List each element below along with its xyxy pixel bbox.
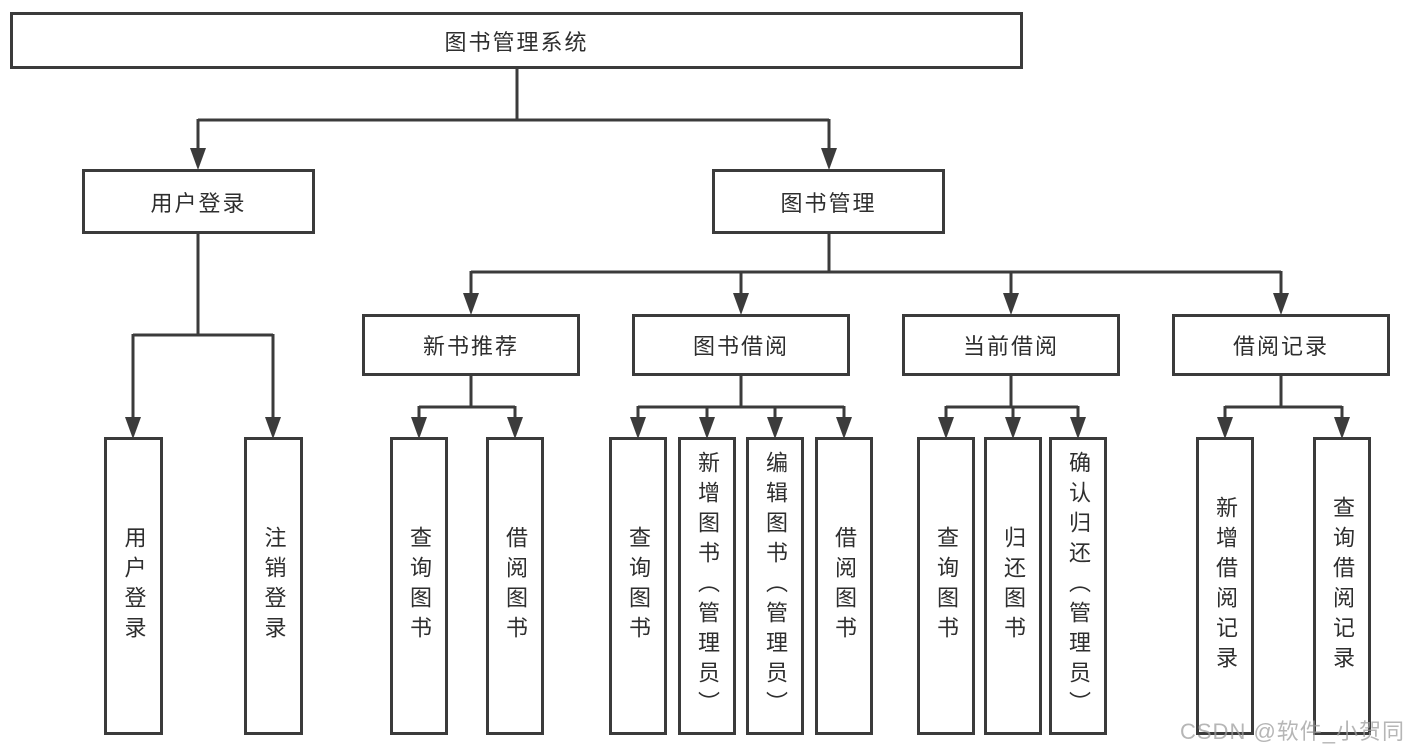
node-new-book-recommend: 新书推荐 [362, 314, 580, 376]
leaf-borrow-books-2: 借阅图书 [815, 437, 873, 735]
node-current-borrow: 当前借阅 [902, 314, 1120, 376]
node-user-login: 用户登录 [82, 169, 315, 234]
leaf-confirm-return-admin: 确认归还（管理员） [1049, 437, 1107, 735]
node-borrow-record: 借阅记录 [1172, 314, 1390, 376]
leaf-borrow-books-1: 借阅图书 [486, 437, 544, 735]
leaf-query-books-2: 查询图书 [609, 437, 667, 735]
node-root-library-system: 图书管理系统 [10, 12, 1023, 69]
leaf-edit-book-admin: 编辑图书（管理员） [746, 437, 804, 735]
leaf-user-login: 用户登录 [104, 437, 163, 735]
leaf-query-books-3: 查询图书 [917, 437, 975, 735]
leaf-query-books-1: 查询图书 [390, 437, 448, 735]
leaf-add-book-admin: 新增图书（管理员） [678, 437, 736, 735]
node-book-management: 图书管理 [712, 169, 945, 234]
csdn-watermark: CSDN @软件_小贺同学 [1180, 719, 1405, 744]
leaf-return-book: 归还图书 [984, 437, 1042, 735]
node-book-borrow: 图书借阅 [632, 314, 850, 376]
leaf-logout: 注销登录 [244, 437, 303, 735]
leaf-query-borrow-record: 查询借阅记录 [1313, 437, 1371, 735]
leaf-add-borrow-record: 新增借阅记录 [1196, 437, 1254, 735]
